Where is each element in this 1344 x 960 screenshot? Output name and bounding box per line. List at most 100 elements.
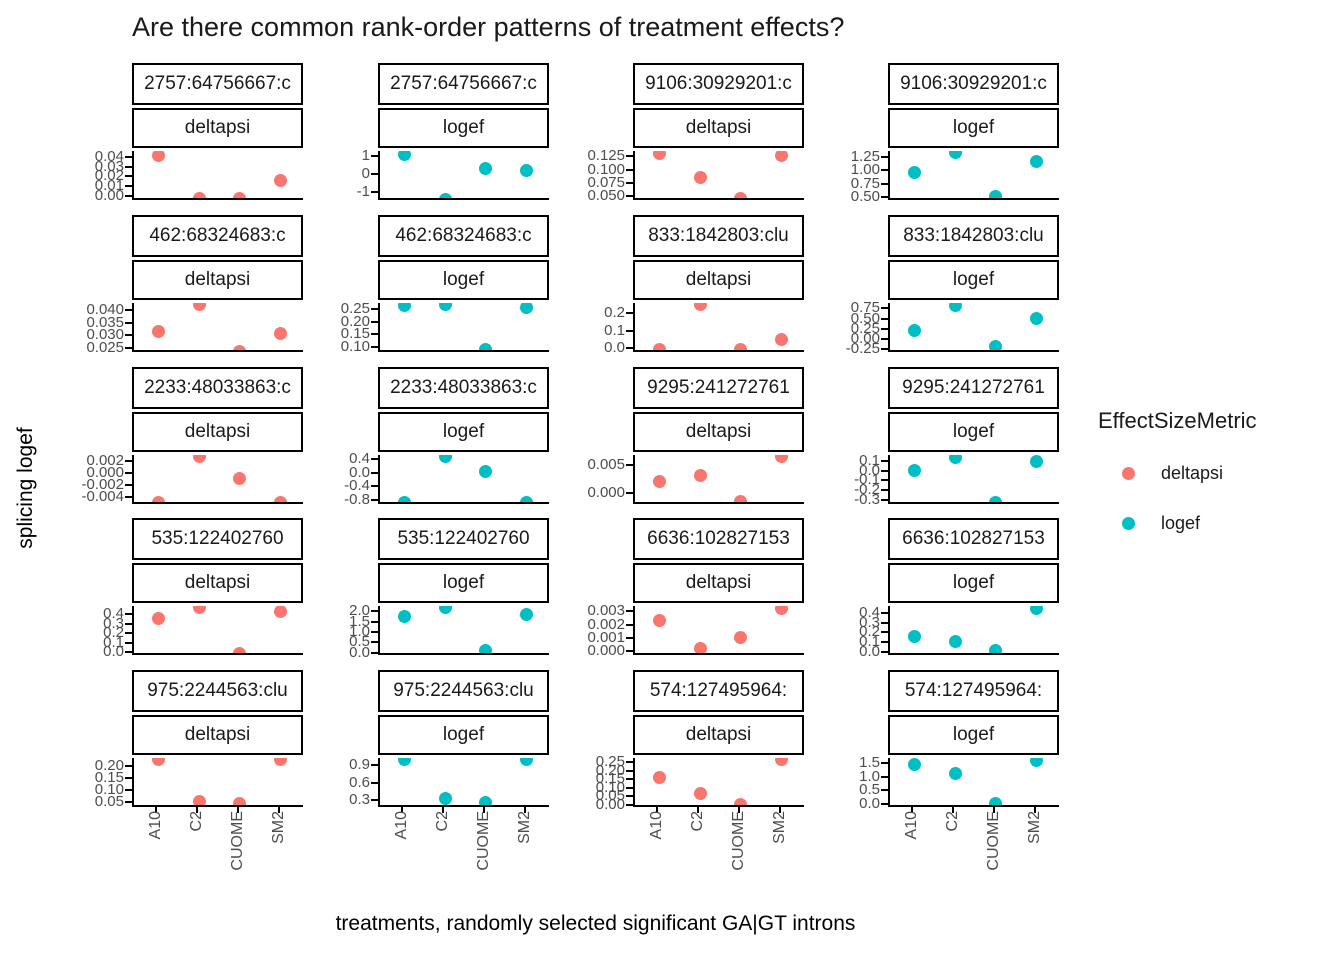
y-tick-mark [125,346,132,349]
x-tick-label: A10 [147,811,165,840]
y-tick-mark [371,471,378,474]
y-tick-label: 0.02 [94,167,124,185]
data-point [438,792,452,805]
y-tick-label: 0.75 [850,174,880,192]
y-tick-label: 0.00 [94,187,124,205]
data-point [192,303,206,311]
y-tick-label: 0.25 [340,300,370,318]
data-point [479,796,493,805]
y-tick-label: 0.0 [604,338,625,356]
facet-panel [132,455,303,504]
y-tick-mark [125,788,132,791]
y-tick-mark [371,651,378,654]
y-tick-mark [626,636,633,639]
y-tick-label: -0.1 [854,471,880,489]
data-point [652,151,666,161]
y-tick-label: 1 [361,147,370,165]
y-tick-label: 0.2 [604,304,625,322]
chart-title: Are there common rank-order patterns of … [132,12,845,42]
y-tick-label: 0.3 [859,613,880,631]
y-tick-mark [371,799,378,802]
y-tick-label: -0.3 [854,491,880,509]
y-tick-label: 0.25 [595,753,625,771]
data-point [775,333,789,347]
y-tick-mark [881,327,888,330]
data-point [652,475,666,489]
y-tick-label: -0.004 [81,487,124,505]
legend-item-logef: logef [1098,506,1338,540]
x-tick-label: SM2 [1025,811,1043,844]
data-point [151,151,165,163]
data-point [520,758,534,767]
data-point [192,795,206,805]
data-point [151,324,165,338]
y-tick-label: 0.50 [850,309,880,327]
y-tick-label: 0.5 [859,781,880,799]
y-tick-mark [125,622,132,625]
data-point [274,327,288,341]
facet-strip-id: 2757:64756667:c [378,63,549,105]
facet-panel [132,151,303,200]
y-tick-label: 0.050 [587,187,625,205]
facet-strip-metric: deltapsi [633,563,804,603]
y-tick-mark [881,489,888,492]
x-tick-mark [656,807,659,813]
facet-panel [888,758,1059,807]
x-tick-label: CUOME [729,811,747,871]
y-tick-mark [881,775,888,778]
y-tick-label: 0.0 [859,461,880,479]
y-tick-label: 0.025 [86,338,124,356]
data-point [989,339,1003,350]
y-tick-mark [371,190,378,193]
y-tick-mark [626,778,633,781]
data-point [192,191,206,198]
data-point [734,342,748,350]
y-tick-mark [125,471,132,474]
y-tick-mark [626,803,633,806]
y-tick-mark [125,321,132,324]
data-point [775,151,789,162]
y-tick-mark [125,495,132,498]
y-tick-label: 0.0 [859,643,880,661]
facet-strip-metric: logef [888,108,1059,148]
y-tick-label: 0.100 [587,160,625,178]
data-point [520,607,534,621]
y-tick-label: 0.000 [587,483,625,501]
y-tick-mark [881,182,888,185]
y-tick-mark [881,196,888,199]
y-tick-label: 0.15 [595,770,625,788]
data-point [438,455,452,463]
y-tick-label: 0.10 [595,778,625,796]
data-point [693,303,707,312]
data-point [948,634,962,648]
y-tick-label: 0.3 [349,791,370,809]
data-point [192,455,206,464]
y-tick-label: 0.04 [94,147,124,165]
y-tick-mark [626,786,633,789]
facet-strip-id: 9106:30929201:c [888,63,1059,105]
y-tick-mark [125,165,132,168]
data-point [233,191,247,198]
x-tick-mark [737,807,740,813]
facet-strip-id: 833:1842803:clu [888,215,1059,257]
x-tick-label: CUOME [984,811,1002,871]
data-point [151,495,165,502]
x-tick-mark [196,807,199,813]
legend-item-deltapsi: deltapsi [1098,456,1338,490]
y-tick-mark [881,761,888,764]
y-tick-mark [626,769,633,772]
y-tick-label: 0.20 [340,312,370,330]
facet-panel [132,758,303,807]
y-tick-mark [626,795,633,798]
facet-strip-metric: deltapsi [132,108,303,148]
y-tick-label: 0.9 [349,756,370,774]
data-point [397,495,411,502]
y-tick-mark [371,308,378,311]
data-point [989,495,1003,502]
y-tick-label: 0.50 [850,188,880,206]
y-tick-label: 0 [361,165,370,183]
facet-strip-id: 535:122402760 [378,518,549,560]
deltapsi-point-icon [1122,466,1135,480]
facet-panel [888,303,1059,352]
